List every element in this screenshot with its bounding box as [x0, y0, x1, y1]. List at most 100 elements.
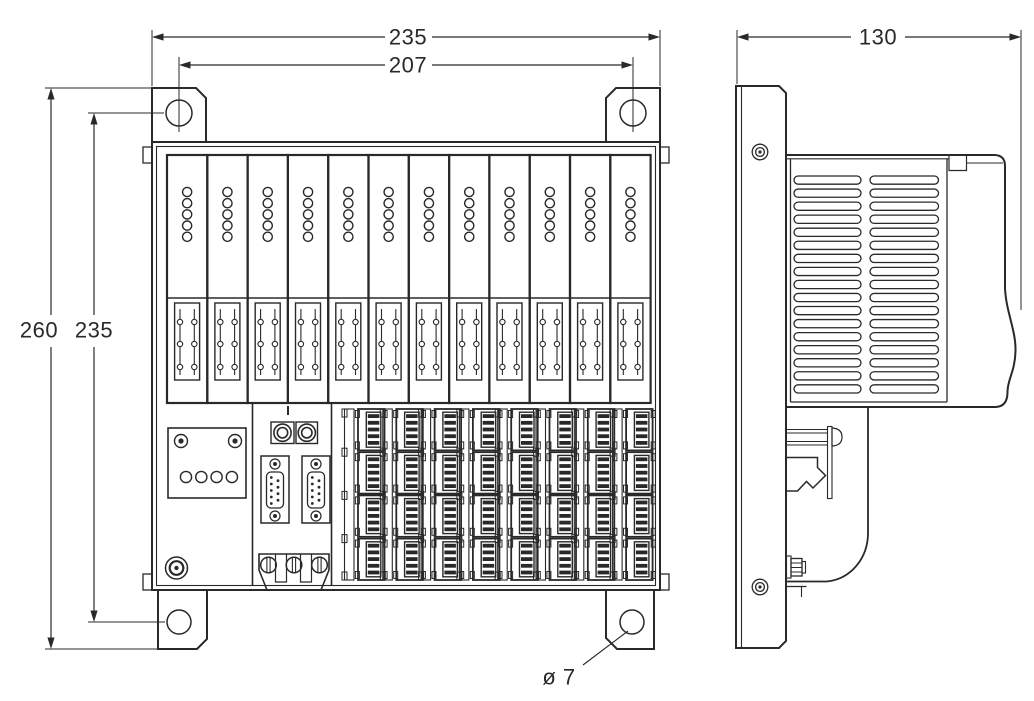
dsub-pin: [269, 502, 273, 505]
block-tab: [508, 453, 514, 462]
terminal-pin: [513, 318, 520, 326]
block-rung: [444, 441, 456, 445]
module-led-indicator: [423, 220, 435, 231]
block-rung: [482, 457, 495, 462]
terminal-pin: [257, 363, 264, 371]
strip-tab: [571, 571, 578, 581]
dsub-pin: [317, 479, 321, 483]
strip-tab: [418, 490, 425, 500]
block-tab: [393, 527, 399, 536]
block-rung: [521, 470, 533, 475]
mounting-bracket-bottom-right: [605, 590, 655, 650]
terminal-pin: [458, 340, 466, 348]
terminal-pin: [418, 340, 426, 348]
block-rung: [367, 563, 380, 568]
front-view: [142, 87, 670, 650]
block-tab: [623, 453, 628, 462]
block-rung: [444, 464, 456, 468]
dsub-pin: [276, 498, 280, 502]
plate-screw: [751, 578, 769, 596]
block-tab: [354, 571, 360, 579]
dim-label-front-mount-span: 207: [389, 53, 427, 78]
terminal-block: [546, 408, 580, 452]
block-rung: [521, 527, 533, 532]
block-rung: [367, 500, 380, 505]
block-tab: [393, 441, 399, 450]
terminal-block: [508, 494, 541, 538]
vent-slot: [869, 384, 940, 394]
side-lower-body: [785, 407, 869, 597]
block-rung: [406, 563, 418, 568]
terminal-pin: [499, 363, 506, 371]
round-connector: [295, 421, 319, 445]
block-tab: [546, 410, 552, 418]
module-led-indicator: [302, 197, 314, 209]
terminal-pin: [499, 318, 506, 326]
block-tab: [508, 571, 514, 579]
module-led-indicator: [463, 220, 475, 231]
io-module: [165, 153, 209, 405]
panel-led-indicator: [225, 470, 239, 484]
module-led-indicator: [504, 186, 515, 198]
block-rung: [367, 507, 380, 512]
block-rung: [367, 570, 380, 575]
vent-slot: [869, 358, 940, 368]
terminal-pin: [418, 318, 426, 326]
strip-tab: [418, 534, 425, 544]
block-tab: [393, 484, 399, 493]
terminal-pin: [191, 340, 198, 348]
block-tab: [354, 496, 360, 505]
block-tab: [650, 527, 656, 536]
vent-slot: [869, 266, 940, 277]
side-tab: [142, 573, 153, 591]
block-rung: [367, 527, 380, 532]
dim-label-hole-diameter: ø 7: [542, 665, 575, 690]
block-rung: [635, 527, 648, 532]
block-rung: [559, 520, 571, 525]
terminal-pin: [311, 318, 319, 326]
strip-tab: [609, 408, 616, 418]
terminal-pin: [594, 363, 601, 371]
module-led-indicator: [504, 231, 515, 243]
module-led-indicator: [383, 231, 394, 243]
terminal-block: [469, 408, 503, 452]
module-led-indicator: [222, 186, 233, 198]
terminal-pin: [620, 363, 627, 371]
panel-led-indicator: [210, 470, 223, 484]
dsub-pin: [276, 479, 280, 483]
block-rung: [635, 434, 648, 439]
block-tab: [650, 441, 656, 450]
block-tab: [469, 527, 475, 536]
block-rung: [444, 570, 456, 575]
block-rung: [635, 441, 648, 445]
module-led-indicator: [544, 197, 556, 209]
module-terminal-frame: [415, 302, 443, 381]
vent-slot: [869, 318, 940, 329]
block-tab: [650, 496, 656, 505]
vent-slot: [793, 188, 862, 198]
terminal-pin: [378, 363, 385, 371]
terminal-block: [393, 451, 426, 495]
mounting-latch: [786, 456, 827, 492]
module-led-indicator: [584, 220, 596, 231]
block-rung: [635, 484, 648, 488]
module-led-indicator: [302, 220, 314, 231]
block-tab: [546, 496, 552, 505]
strip-tab: [341, 447, 348, 457]
arrowhead: [648, 33, 660, 41]
block-tab: [469, 571, 475, 579]
block-rung: [406, 550, 418, 555]
module-led-indicator: [625, 220, 636, 231]
vent-slot: [869, 344, 940, 355]
block-rung: [521, 543, 533, 548]
block-rung: [444, 557, 456, 561]
plate-screw: [751, 143, 769, 161]
dsub-connector-group: [260, 455, 331, 524]
module-terminal-frame: [254, 302, 281, 381]
block-rung: [367, 477, 380, 482]
terminal-pin: [191, 363, 198, 371]
vent-slot: [869, 214, 940, 224]
terminal-column: [379, 408, 426, 581]
bottom-bolt: [785, 555, 807, 579]
